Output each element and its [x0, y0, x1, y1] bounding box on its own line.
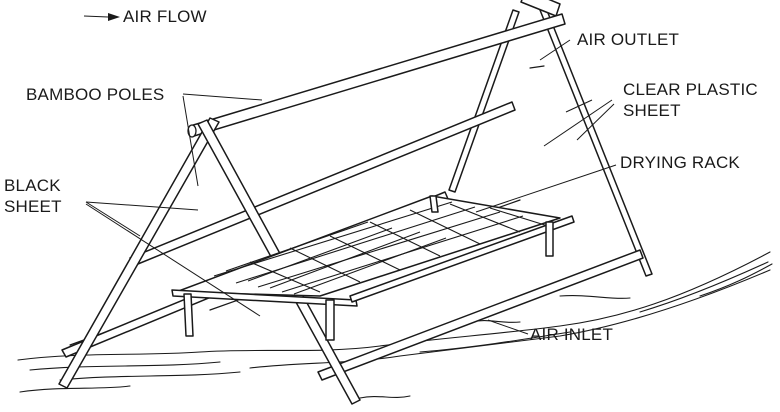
label-drying-rack: DRYING RACK	[620, 153, 740, 172]
air-flow-arrow-icon	[83, 13, 120, 21]
bamboo-pole-ridge	[189, 13, 566, 137]
label-black-sheet-line1: BLACK	[4, 176, 61, 195]
label-bamboo-poles: BAMBOO POLES	[26, 85, 165, 104]
label-black-sheet-line2: SHEET	[4, 197, 62, 216]
label-air-inlet: AIR INLET	[530, 325, 614, 344]
bamboo-pole-rear-top	[520, 0, 561, 17]
leader-lines	[85, 39, 617, 335]
label-air-flow: AIR FLOW	[123, 7, 207, 26]
label-air-outlet: AIR OUTLET	[577, 30, 680, 49]
label-clear-plastic-sheet-line2: SHEET	[623, 101, 681, 120]
bamboo-pole-rear-left	[448, 9, 520, 193]
label-clear-plastic-sheet-line1: CLEAR PLASTIC	[623, 80, 758, 99]
bamboo-pole-bottom-right	[317, 249, 644, 381]
drying-rack	[171, 195, 575, 341]
air-outlet-strut	[529, 65, 545, 69]
bamboo-pole-front-left	[58, 117, 220, 389]
